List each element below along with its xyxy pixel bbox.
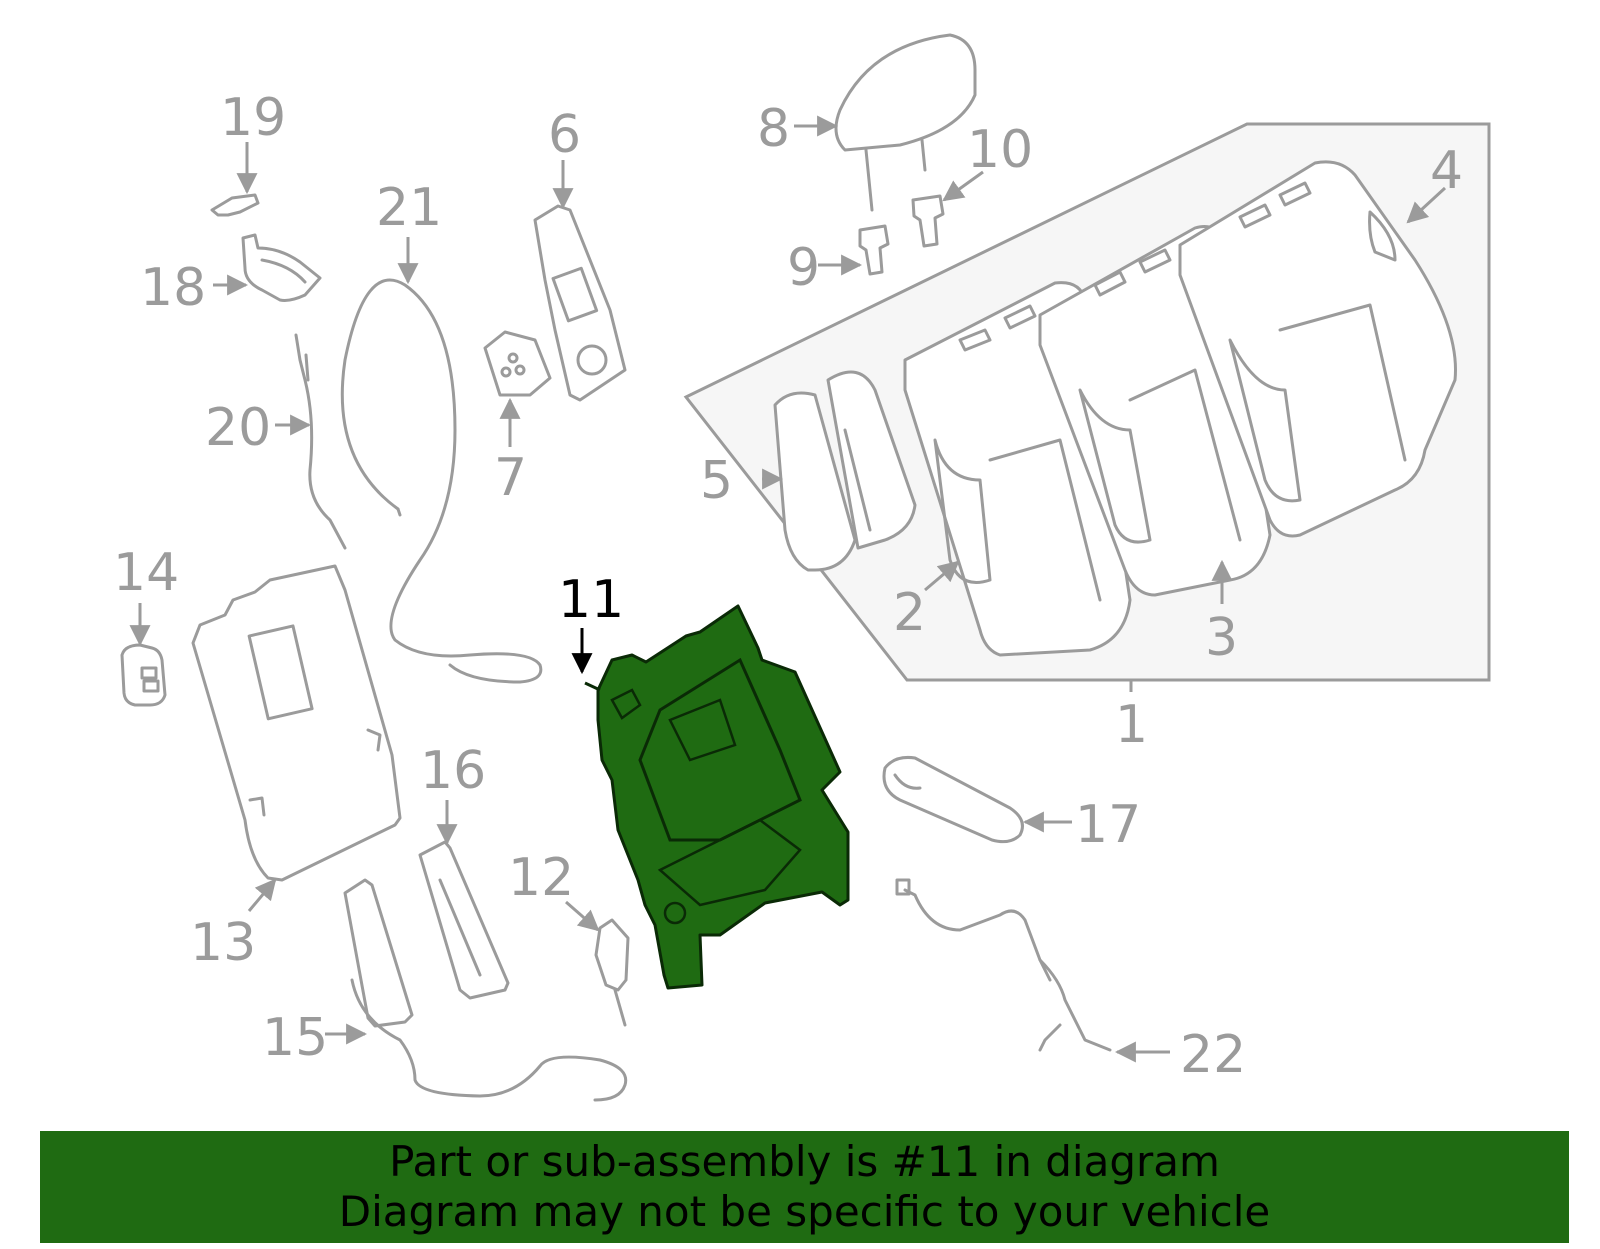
callout-11-highlighted: 11 — [558, 570, 624, 630]
callout-19: 19 — [220, 88, 286, 148]
part-18-trim-cover — [241, 233, 322, 302]
callout-16: 16 — [420, 741, 486, 801]
info-banner: Part or sub-assembly is #11 in diagram D… — [40, 1131, 1569, 1243]
callout-1: 1 — [1115, 695, 1148, 755]
callout-6: 6 — [548, 105, 581, 165]
part-17-armrest — [882, 756, 1024, 844]
part-22-wiring-harness — [895, 878, 1112, 1052]
callout-3: 3 — [1205, 608, 1238, 668]
callout-4: 4 — [1430, 141, 1463, 201]
callout-7: 7 — [494, 448, 527, 508]
part-19-clip — [210, 193, 260, 217]
callout-5: 5 — [700, 451, 733, 511]
callout-10: 10 — [967, 120, 1033, 180]
callout-21: 21 — [376, 178, 442, 238]
callout-2: 2 — [893, 583, 926, 643]
callout-9: 9 — [787, 238, 820, 298]
callout-20: 20 — [205, 398, 271, 458]
part-8-headrest — [834, 33, 977, 212]
banner-line-1: Part or sub-assembly is #11 in diagram — [389, 1137, 1220, 1186]
part-14-switch — [120, 643, 167, 707]
callout-22: 22 — [1180, 1025, 1246, 1085]
banner-line-2: Diagram may not be specific to your vehi… — [338, 1187, 1271, 1236]
part-7-plate — [483, 330, 552, 397]
part-5-side-bolster — [773, 370, 917, 572]
part-12-latch — [594, 918, 630, 1027]
callout-15: 15 — [262, 1008, 328, 1068]
callout-18: 18 — [140, 258, 206, 318]
callout-arrows — [129, 115, 1447, 1063]
part-20-wire — [294, 333, 347, 550]
part-11-seatback-frame — [584, 604, 850, 990]
part-10-headrest-guide — [911, 194, 945, 248]
callout-14: 14 — [113, 543, 179, 603]
part-15-side-cover-harness — [343, 878, 628, 1102]
callout-8: 8 — [757, 99, 790, 159]
part-4-seatback — [1178, 160, 1457, 538]
callout-13: 13 — [190, 913, 256, 973]
part-13-back-panel — [191, 564, 402, 882]
part-9-headrest-guide — [858, 224, 890, 276]
part-16-side-cover — [418, 840, 510, 1000]
part-21-cable — [340, 278, 543, 684]
callout-17: 17 — [1075, 795, 1141, 855]
callout-12: 12 — [508, 848, 574, 908]
